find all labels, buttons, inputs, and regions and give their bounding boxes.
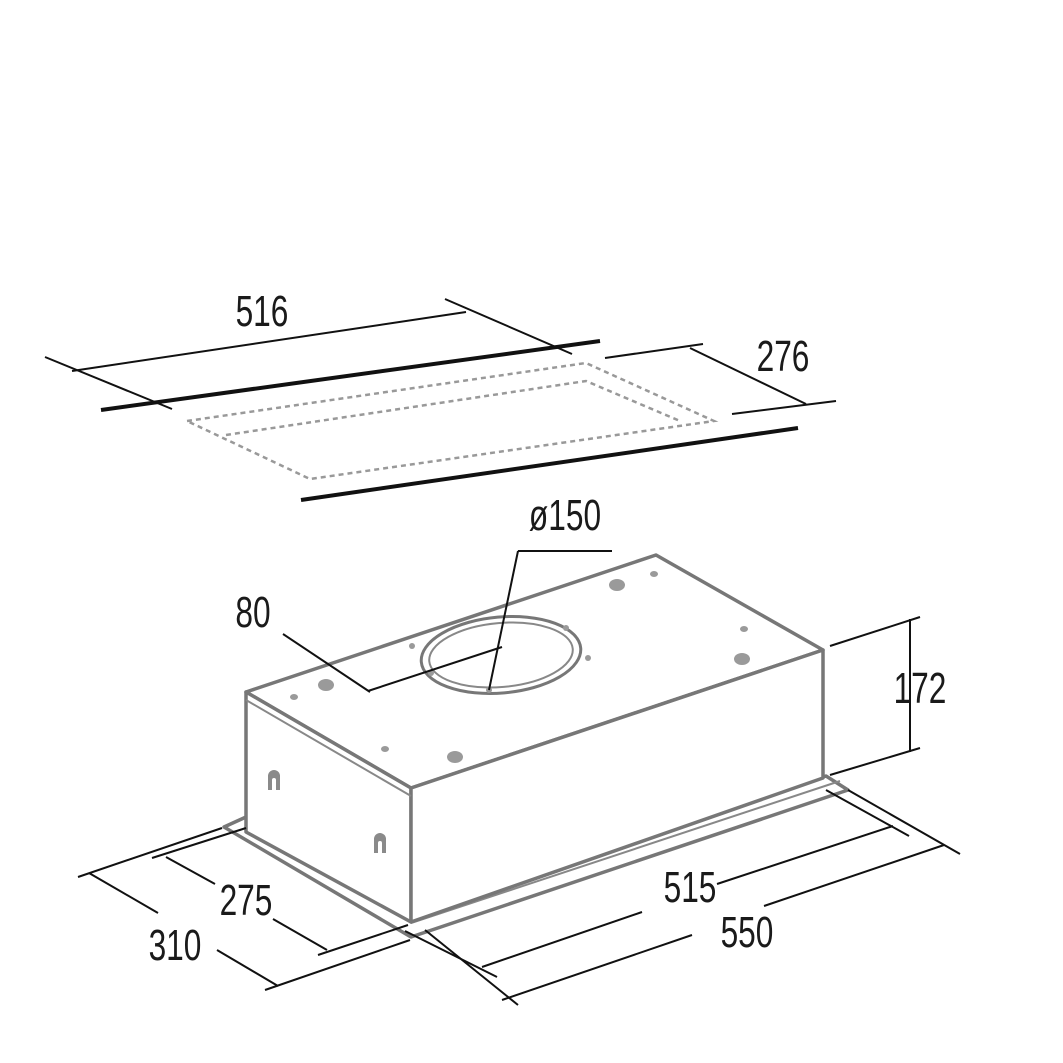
- mounting-hole: [318, 679, 334, 691]
- hood-front-face: [409, 648, 825, 924]
- depth-inner-dim-line: [272, 918, 328, 951]
- cutout-inner-line: [225, 379, 681, 437]
- outlet-diameter-label: ø150: [529, 491, 601, 540]
- width-ext-left: [404, 930, 498, 978]
- outlet-offset-label: 80: [235, 588, 270, 637]
- cutout-depth-label: 276: [757, 332, 810, 381]
- inner-depth-label: 275: [220, 876, 273, 925]
- outlet-leader: [488, 550, 519, 691]
- height-label: 172: [894, 664, 947, 713]
- width-inner-dim-line: [716, 825, 894, 885]
- depth-ext-outer: [77, 827, 223, 878]
- outlet-ring-outer: [419, 615, 583, 695]
- dimension-labels: 516 276 ø150 80 172 275 310 515 550: [149, 287, 947, 970]
- cutout-width-dim-line: [71, 311, 467, 372]
- outlet-ring-inner: [428, 621, 574, 689]
- front-face-edge: [245, 699, 412, 797]
- outer-width-label: 550: [721, 908, 774, 957]
- mounting-hole: [381, 746, 389, 752]
- depth-ext-front: [317, 924, 409, 956]
- cutout-drawing: [44, 298, 837, 502]
- hood-dimensions: [77, 550, 961, 1006]
- cutout-depth-ext-top: [604, 343, 704, 359]
- width-ext-left-outer: [424, 929, 519, 1006]
- cutout-outline: [182, 361, 719, 481]
- mounting-hole: [650, 571, 658, 577]
- keyhole-slot: [268, 770, 280, 790]
- cutout-depth-dim-line: [689, 347, 807, 405]
- mounting-hole: [734, 653, 750, 665]
- mounting-hole: [447, 751, 463, 763]
- mounting-hole: [290, 694, 298, 700]
- width-ext-right: [825, 789, 910, 837]
- mounting-hole: [563, 625, 569, 631]
- depth-inner-dim-line: [165, 856, 216, 885]
- width-outer-dim-line: [501, 934, 693, 1001]
- width-outer-dim-line: [763, 844, 945, 907]
- depth-outer-dim-line: [216, 949, 279, 987]
- cutout-width-ext-left: [44, 356, 173, 410]
- outer-depth-label: 310: [149, 921, 202, 970]
- depth-ext-inner: [151, 827, 247, 859]
- mounting-hole: [740, 626, 748, 632]
- width-ext-right-outer: [847, 789, 961, 855]
- keyhole-slot: [374, 833, 386, 853]
- flange-edge: [410, 780, 841, 924]
- depth-outer-dim-line: [88, 872, 159, 914]
- offset-leader: [282, 633, 371, 693]
- mounting-hole: [409, 643, 415, 649]
- inner-width-label: 515: [664, 863, 717, 912]
- cutout-width-ext-right: [444, 298, 573, 355]
- offset-dim-line: [367, 646, 503, 692]
- hood-drawing: [222, 553, 850, 939]
- cutout-width-label: 516: [236, 287, 289, 336]
- mounting-hole: [609, 579, 625, 591]
- height-ext-top: [829, 616, 921, 647]
- width-inner-dim-line: [481, 911, 643, 968]
- height-ext-bottom: [829, 747, 921, 776]
- depth-ext-front-outer: [264, 939, 411, 991]
- cutout-edge-top: [100, 339, 601, 412]
- mounting-hole: [585, 655, 591, 661]
- cutout-depth-ext-bottom: [731, 400, 837, 415]
- cutout-edge-bottom: [300, 426, 799, 502]
